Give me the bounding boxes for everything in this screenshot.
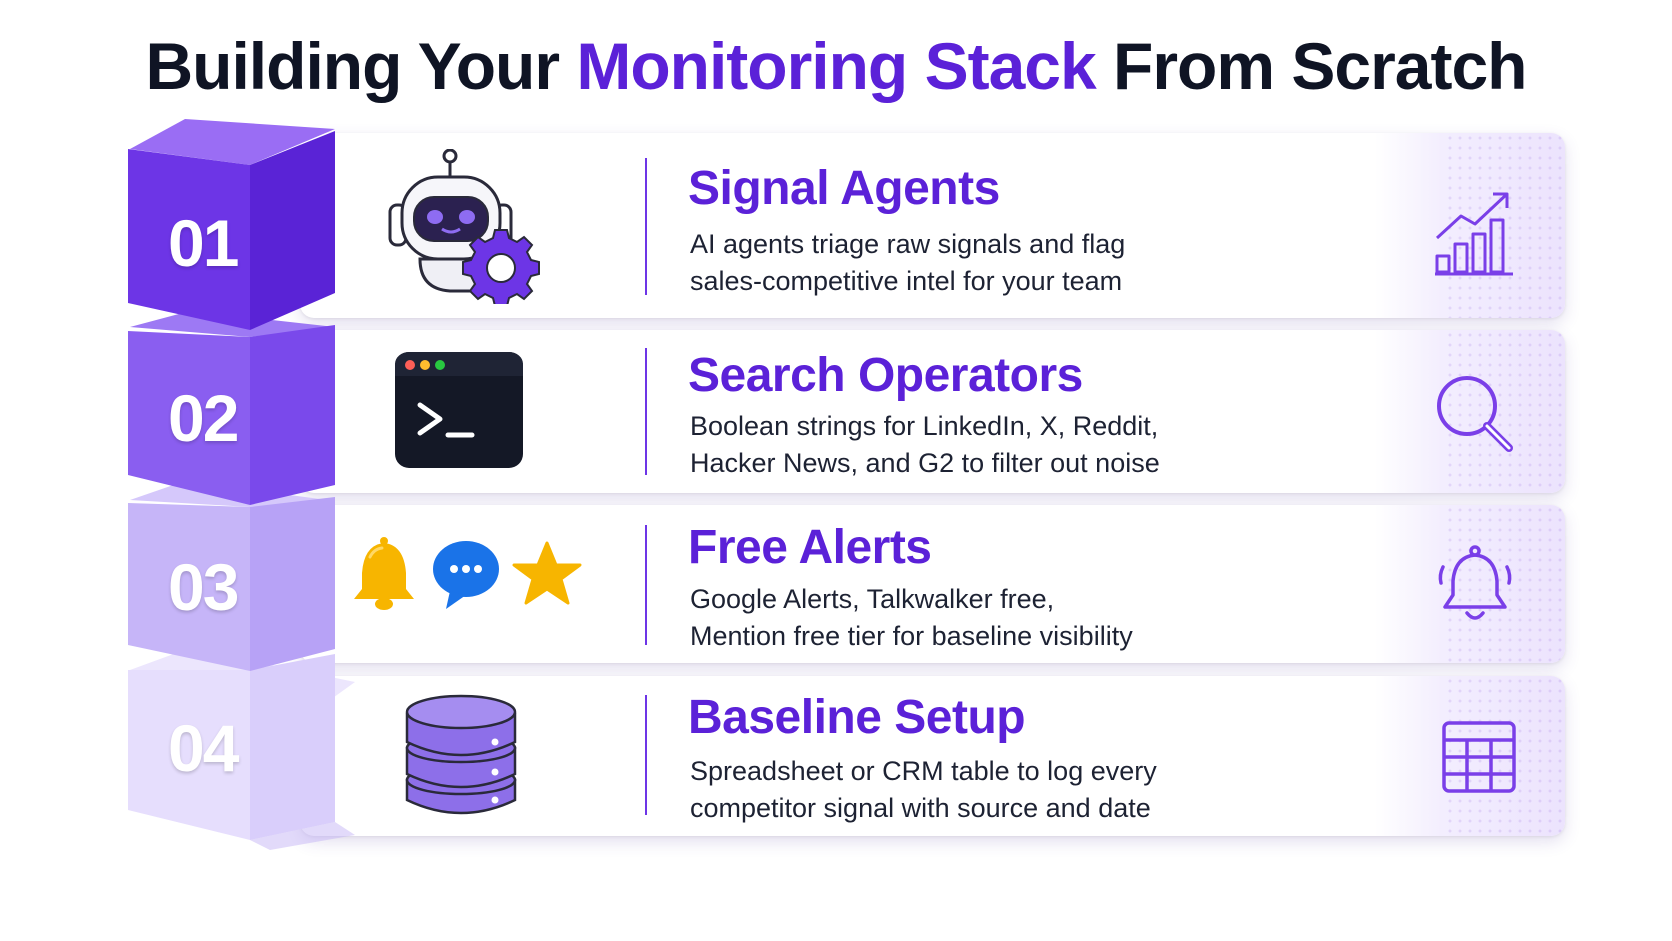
step-3-desc-line-2: Mention free tier for baseline visibilit… [690, 621, 1133, 651]
step-1-side-panel [1375, 133, 1565, 318]
step-3-divider [645, 525, 647, 645]
step-1-description: AI agents triage raw signals and flag sa… [690, 226, 1290, 300]
yellow-bell-icon [354, 537, 414, 610]
bell-chat-star-icons [350, 535, 585, 620]
step-4-number: 04 [168, 711, 239, 785]
step-3-title: Free Alerts [688, 521, 932, 574]
step-2-description: Boolean strings for LinkedIn, X, Reddit,… [690, 408, 1290, 482]
step-3-side-panel [1375, 505, 1565, 663]
step-4-title: Baseline Setup [688, 691, 1026, 744]
robot-gear-icon [380, 148, 550, 309]
step-1-number: 01 [168, 206, 239, 280]
step-3-desc-line-1: Google Alerts, Talkwalker free, [690, 584, 1055, 614]
step-2-desc-line-1: Boolean strings for LinkedIn, X, Reddit, [690, 411, 1159, 441]
magnifier-icon [1433, 372, 1517, 461]
title-part-2: From Scratch [1095, 29, 1527, 103]
step-1-divider [645, 158, 647, 295]
title-part-1: Building Your [145, 29, 577, 103]
step-card-2: Search Operators Boolean strings for Lin… [300, 330, 1565, 493]
table-grid-icon [1441, 720, 1517, 799]
step-4-block: 04 [0, 640, 360, 850]
page-title: Building Your Monitoring Stack From Scra… [0, 28, 1672, 104]
terminal-icon [394, 351, 524, 474]
blue-chat-icon [433, 541, 499, 609]
step-2-block: 02 [0, 305, 360, 515]
step-4-side-panel [1375, 676, 1565, 836]
yellow-star-icon [512, 541, 582, 605]
step-2-title: Search Operators [688, 349, 1083, 402]
bell-icon [1433, 543, 1517, 632]
step-2-desc-line-2: Hacker News, and G2 to filter out noise [690, 448, 1160, 478]
step-2-number: 02 [168, 381, 239, 455]
step-4-desc-line-1: Spreadsheet or CRM table to log every [690, 756, 1157, 786]
step-card-3: Free Alerts Google Alerts, Talkwalker fr… [300, 505, 1565, 663]
step-1-title: Signal Agents [688, 162, 1000, 215]
step-1-block: 01 [0, 115, 360, 340]
growth-chart-icon [1433, 188, 1517, 283]
step-4-desc-line-2: competitor signal with source and date [690, 793, 1151, 823]
step-card-4: Baseline Setup Spreadsheet or CRM table … [300, 676, 1565, 836]
step-1-desc-line-1: AI agents triage raw signals and flag [690, 229, 1126, 259]
step-4-divider [645, 695, 647, 815]
database-icon [405, 692, 517, 825]
title-accent: Monitoring Stack [576, 29, 1096, 103]
step-4-description: Spreadsheet or CRM table to log every co… [690, 753, 1290, 827]
step-3-number: 03 [168, 550, 239, 624]
step-card-1: Signal Agents AI agents triage raw signa… [300, 133, 1565, 318]
step-2-side-panel [1375, 330, 1565, 493]
step-2-divider [645, 348, 647, 475]
step-1-desc-line-2: sales-competitive intel for your team [690, 266, 1123, 296]
step-3-description: Google Alerts, Talkwalker free, Mention … [690, 581, 1290, 655]
step-3-block: 03 [0, 475, 360, 685]
